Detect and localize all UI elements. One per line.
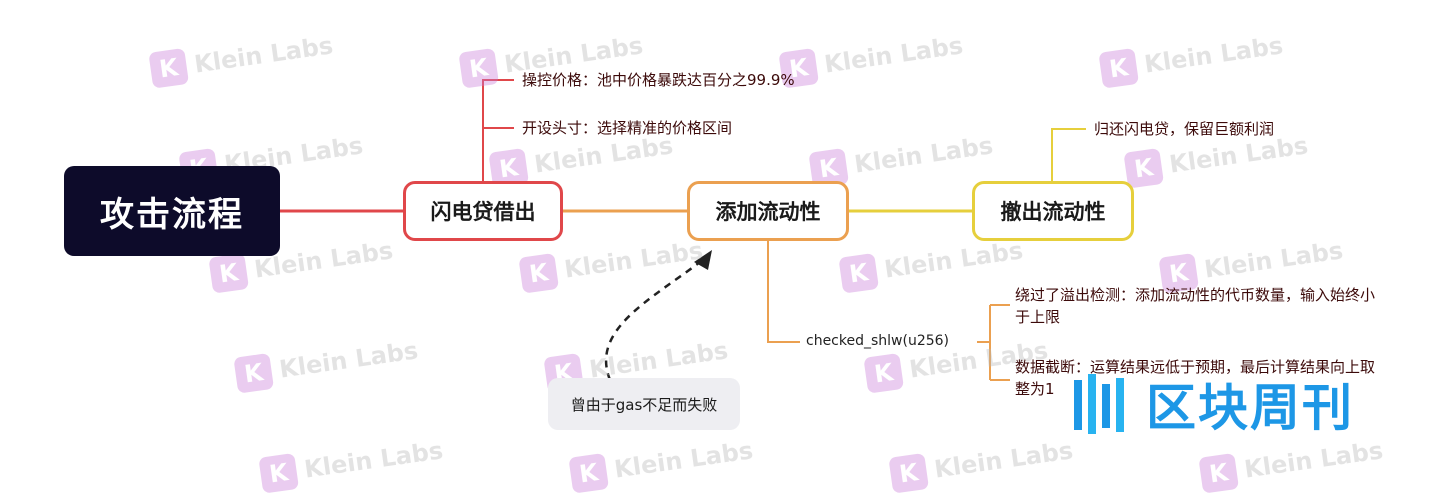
branch-overflow-bypass: 绕过了溢出检测：添加流动性的代币数量，输入始终小于上限 bbox=[1015, 286, 1376, 326]
connector-step3-branch bbox=[1051, 128, 1086, 181]
function-label: checked_shlw(u256) bbox=[806, 333, 950, 349]
brand-text: 区块周刊 bbox=[1146, 379, 1354, 437]
connector-step1-branches bbox=[482, 79, 514, 181]
step-node-flash-loan: 闪电贷借出 bbox=[403, 181, 563, 241]
failed-note: 曾由于gas不足而失败 bbox=[548, 378, 740, 430]
step-node-add-liquidity: 添加流动性 bbox=[687, 181, 849, 241]
branch-price-manipulation: 操控价格：池中价格暴跌达百分之99.9% bbox=[522, 71, 795, 89]
arrow-head-icon bbox=[694, 250, 712, 270]
brand-mark-icon bbox=[1074, 374, 1124, 434]
brand-logo: 区块周刊 bbox=[1068, 364, 1414, 444]
branch-repay-loan: 归还闪电贷，保留巨额利润 bbox=[1094, 120, 1275, 138]
root-node: 攻击流程 bbox=[64, 166, 280, 256]
step-node-remove-liquidity: 撤出流动性 bbox=[972, 181, 1134, 241]
connector-function-branches bbox=[977, 304, 1010, 381]
connector-step2-function bbox=[767, 241, 800, 343]
branch-open-position: 开设头寸：选择精准的价格区间 bbox=[522, 119, 733, 137]
branch-data-truncation: 数据截断：运算结果远低于预期，最后计算结果向上取整为1 bbox=[1015, 358, 1376, 398]
failed-dashed-arrow bbox=[604, 261, 701, 381]
